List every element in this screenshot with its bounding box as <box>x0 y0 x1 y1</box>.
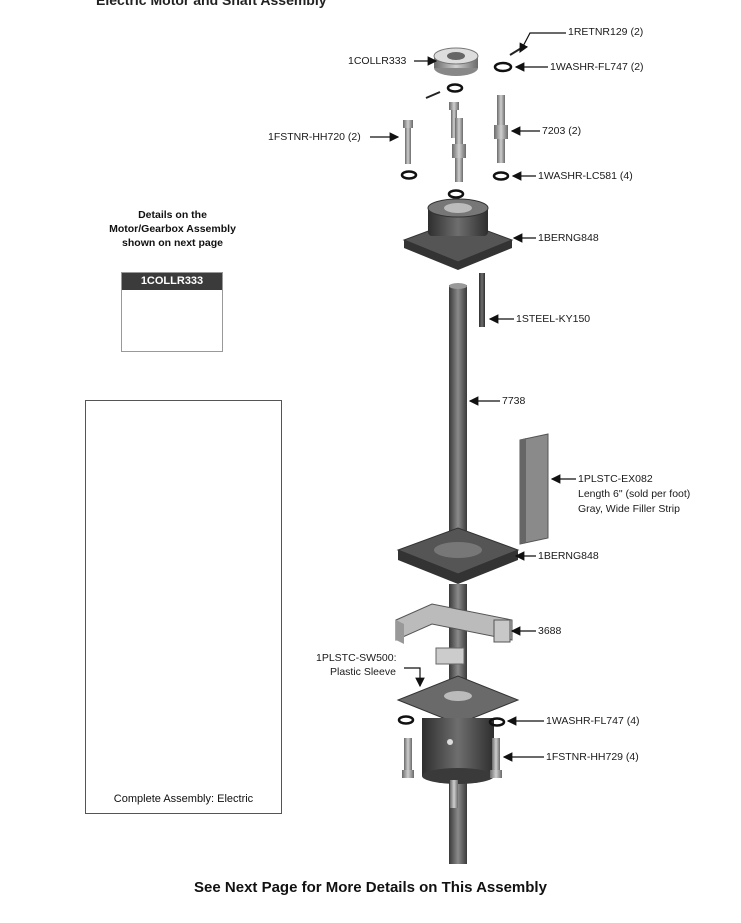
page-header-cut: Electric Motor and Shaft Assembly <box>96 0 327 8</box>
stud-7203 <box>494 95 508 163</box>
part-label-7203: 7203 (2) <box>542 125 582 137</box>
base-housing <box>396 675 520 784</box>
part-label-plstc-sw500: 1PLSTC-SW500: <box>316 652 397 664</box>
bracket-3688 <box>395 603 513 665</box>
details-note: Details on the Motor/Gearbox Assembly sh… <box>100 208 245 250</box>
part-label-plastic-sleeve: Plastic Sleeve <box>330 666 396 678</box>
complete-assembly-inset: Complete Assembly: Electric <box>85 400 282 814</box>
part-label-3688: 3688 <box>538 625 562 637</box>
bearing-bottom <box>396 527 520 584</box>
part-label-steel-ky150: 1STEEL-KY150 <box>516 313 591 325</box>
bolt-720 <box>403 120 413 164</box>
collar-callout-box: 1COLLR333 <box>121 272 223 352</box>
part-label-fstnr-hh720: 1FSTNR-HH720 (2) <box>268 131 361 143</box>
details-note-line: Details on the <box>138 209 207 221</box>
footer-note: See Next Page for More Details on This A… <box>194 879 547 896</box>
part-label-plstc-ex082-desc: Gray, Wide Filler Strip <box>578 503 680 515</box>
collar-callout-title: 1COLLR333 <box>122 273 222 290</box>
part-label-washr-lc581: 1WASHR-LC581 (4) <box>538 170 633 182</box>
part-label-berng848-bottom: 1BERNG848 <box>538 550 599 562</box>
complete-assembly-caption: Complete Assembly: Electric <box>113 793 254 805</box>
part-label-plstc-ex082-length: Length 6" (sold per foot) <box>578 488 691 500</box>
bearing-top <box>402 198 514 270</box>
part-label-washr-fl747-bottom: 1WASHR-FL747 (4) <box>546 715 640 727</box>
details-note-line: shown on next page <box>122 237 223 249</box>
part-label-7738: 7738 <box>502 395 526 407</box>
part-label-collr333: 1COLLR333 <box>348 55 407 67</box>
part-label-fstnr-hh729: 1FSTNR-HH729 (4) <box>546 751 639 763</box>
collar-part <box>433 47 479 76</box>
details-note-line: Motor/Gearbox Assembly <box>109 223 236 235</box>
part-label-retnr129: 1RETNR129 (2) <box>568 26 644 38</box>
part-label-plstc-ex082: 1PLSTC-EX082 <box>578 473 653 485</box>
key-part <box>479 273 485 327</box>
shaft-7738 <box>449 285 467 555</box>
part-label-berng848-top: 1BERNG848 <box>538 232 599 244</box>
part-label-washr-fl747-top: 1WASHR-FL747 (2) <box>550 61 644 73</box>
